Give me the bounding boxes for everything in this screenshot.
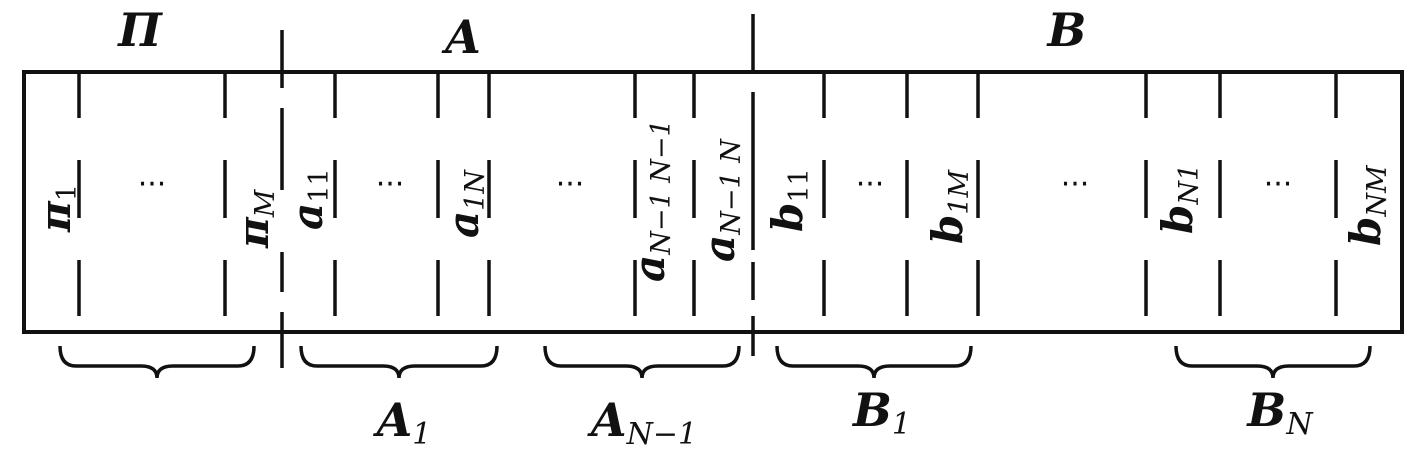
svg-text:b1M: b1M: [923, 168, 975, 244]
svg-text:···: ···: [376, 167, 405, 202]
svg-text:···: ···: [1264, 167, 1293, 202]
svg-text:aN−1 N−1: aN−1 N−1: [625, 119, 677, 282]
svg-text:···: ···: [856, 167, 885, 202]
cell-b-1m: b1M: [923, 168, 975, 244]
cell-b-n1: bN1: [1153, 164, 1205, 234]
cell-ellipsis-pi: ···: [138, 167, 167, 202]
group-label-b1: B1: [851, 383, 911, 442]
cell-dividers: [77, 72, 1338, 316]
svg-text:a11: a11: [283, 168, 335, 230]
cell-a-n1-n1: aN−1 N−1: [625, 119, 677, 282]
section-titles: Π A B: [116, 3, 1086, 64]
cell-ellipsis-bn: ···: [1264, 167, 1293, 202]
svg-text:a1N: a1N: [439, 169, 491, 238]
svg-text:···: ···: [1061, 167, 1090, 202]
svg-text:b11: b11: [763, 168, 815, 232]
svg-text:···: ···: [138, 167, 167, 202]
svg-text:aN−1 N: aN−1 N: [695, 138, 747, 262]
cell-pi-1: π1: [31, 184, 83, 233]
group-label-an1: AN−1: [587, 393, 697, 452]
cell-a-n1-n: aN−1 N: [695, 138, 747, 262]
section-separators: [280, 14, 755, 368]
cell-a-11: a11: [283, 168, 335, 230]
section-title-a: A: [441, 10, 481, 64]
cell-ellipsis-a-mid: ···: [556, 167, 585, 202]
cell-a-1n: a1N: [439, 169, 491, 238]
group-labels: A1 AN−1 B1 BN: [373, 383, 1315, 452]
group-brace: [775, 345, 973, 379]
group-brace: [299, 345, 499, 379]
cell-pi-m: πM: [229, 188, 281, 249]
cell-ellipsis-b-mid: ···: [1061, 167, 1090, 202]
svg-text:bNM: bNM: [1341, 164, 1393, 246]
section-title-pi: Π: [116, 3, 163, 57]
cell-ellipsis-b1: ···: [856, 167, 885, 202]
group-brace: [58, 345, 256, 379]
svg-text:bN1: bN1: [1153, 164, 1205, 234]
section-title-b: B: [1046, 3, 1087, 57]
cell-ellipsis-a1: ···: [376, 167, 405, 202]
group-label-bn: BN: [1245, 383, 1314, 442]
group-brace: [1174, 345, 1372, 379]
group-brace: [543, 345, 741, 379]
svg-text:···: ···: [556, 167, 585, 202]
cell-b-11: b11: [763, 168, 815, 232]
group-braces: [58, 345, 1372, 379]
svg-text:πM: πM: [229, 188, 281, 249]
array-box: [22, 70, 1404, 334]
cell-labels: π1 ··· πM a11 ··· a1N ··· aN−1 N−1 aN−1 …: [31, 119, 1393, 282]
group-label-a1: A1: [373, 393, 432, 452]
cell-b-nm: bNM: [1341, 164, 1393, 246]
svg-text:π1: π1: [31, 184, 83, 233]
